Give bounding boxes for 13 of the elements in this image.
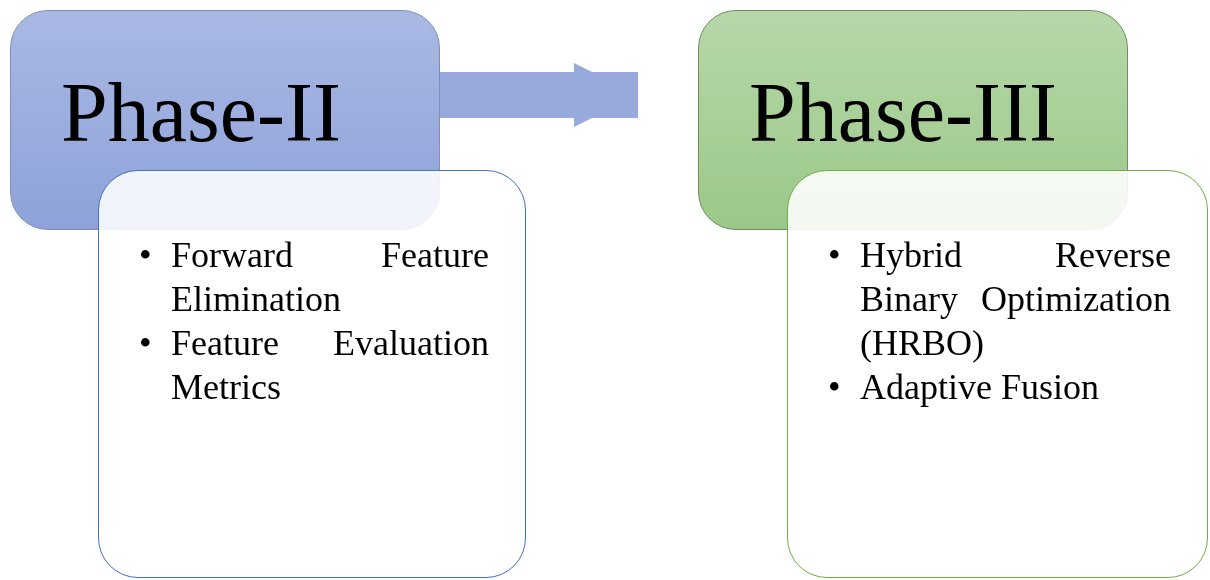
bullet-text: Feature Evaluation Metrics xyxy=(171,322,489,409)
bullet-mark: • xyxy=(139,234,153,277)
bullet-list-box xyxy=(787,170,1208,578)
block-arrow xyxy=(440,63,638,127)
bullet-text: Forward Feature Elimination xyxy=(171,234,489,321)
bullet-list-box xyxy=(98,170,526,578)
bullet-mark: • xyxy=(828,234,842,277)
phase-title: Phase-II xyxy=(61,65,341,161)
bullet-text: Adaptive Fusion xyxy=(860,366,1100,409)
bullet-mark: • xyxy=(828,366,842,409)
bullet-text: Hybrid Reverse Binary Optimization (HRBO) xyxy=(860,234,1171,365)
bullet-mark: • xyxy=(139,322,153,365)
phase-title: Phase-III xyxy=(749,65,1057,161)
